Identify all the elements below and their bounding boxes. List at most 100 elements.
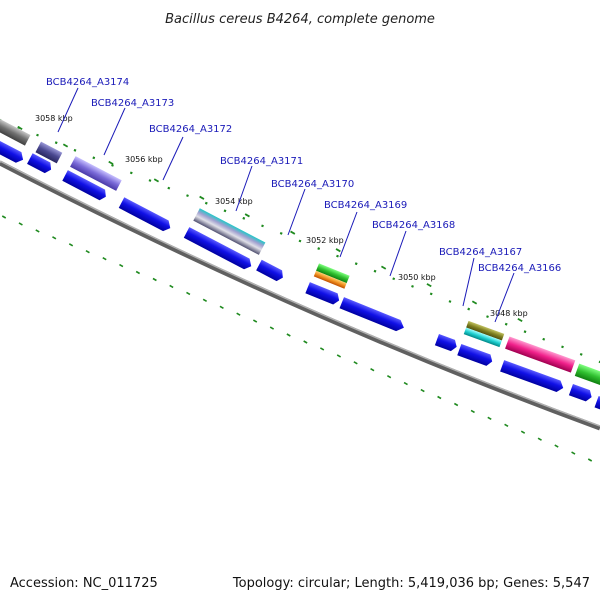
ruler-dot — [470, 409, 475, 414]
gene-label-a3172[interactable]: BCB4264_A3172 — [149, 124, 232, 135]
gene-label-a3169[interactable]: BCB4264_A3169 — [324, 200, 407, 211]
leader-line — [462, 257, 475, 307]
ruler-dot — [298, 239, 302, 243]
gene-label-a3170[interactable]: BCB4264_A3170 — [271, 179, 354, 190]
cds-feature[interactable] — [193, 208, 266, 255]
ruler-dot — [392, 277, 396, 281]
leader-line — [339, 211, 358, 258]
ruler-dot — [504, 322, 508, 326]
ruler-dot — [537, 437, 542, 441]
ruler-dot — [252, 319, 258, 323]
ruler-dot — [36, 133, 39, 137]
ruler-dot — [335, 248, 341, 253]
ruler-dot — [169, 284, 174, 289]
gene-label-a3166[interactable]: BCB4264_A3166 — [478, 263, 561, 274]
ruler-dot — [269, 326, 275, 330]
ruler-dot — [429, 292, 433, 296]
gene-label-a3171[interactable]: BCB4264_A3171 — [220, 156, 303, 167]
cds-feature[interactable] — [313, 270, 347, 289]
cds-feature[interactable] — [500, 360, 565, 394]
ruler-dot — [92, 156, 96, 160]
leader-line — [494, 272, 515, 323]
cds-feature[interactable] — [568, 384, 594, 403]
cds-feature[interactable] — [339, 297, 407, 333]
gene-labels: BCB4264_A3174 BCB4264_A3173 BCB4264_A317… — [46, 77, 561, 323]
ruler-dot — [85, 250, 90, 254]
cds-feature[interactable] — [27, 153, 54, 175]
ruler-dot — [35, 229, 40, 233]
ruler-dot — [186, 194, 189, 198]
ruler-dot — [561, 345, 564, 349]
tick-label: 3056 kbp — [125, 155, 163, 164]
cds-feature[interactable] — [463, 327, 502, 348]
cds-feature[interactable] — [466, 320, 505, 341]
cds-feature[interactable] — [0, 140, 26, 166]
ruler-dot — [290, 230, 296, 235]
ruler-dot — [303, 340, 308, 344]
ruler-dot — [261, 224, 264, 228]
ruler-dot — [420, 388, 425, 393]
ruler-dots-far — [17, 125, 523, 323]
ruler-dot — [448, 300, 452, 303]
gene-label-a3173[interactable]: BCB4264_A3173 — [91, 98, 174, 109]
ruler-dot — [54, 141, 58, 145]
cds-feature[interactable] — [574, 363, 600, 387]
cds-feature[interactable] — [62, 170, 108, 202]
genome-backbone — [0, 160, 600, 431]
accession-label: Accession: NC_011725 — [10, 576, 158, 591]
ruler-dot — [286, 333, 291, 337]
tick-label: 3052 kbp — [306, 236, 344, 245]
ruler-labels: 3058 kbp 3056 kbp 3054 kbp 3052 kbp 3050… — [35, 114, 528, 318]
cds-feature[interactable] — [457, 343, 494, 367]
ruler-dot — [279, 231, 283, 235]
ruler-dot — [111, 163, 114, 167]
ruler-dot — [62, 143, 69, 148]
cds-feature[interactable] — [305, 282, 341, 306]
ruler-dot — [523, 330, 527, 334]
tick-label: 3054 kbp — [215, 197, 253, 206]
ruler-dot — [471, 300, 478, 305]
ruler-dot — [108, 160, 114, 165]
cds-feature[interactable] — [434, 334, 459, 352]
leader-line — [57, 87, 79, 133]
ruler-dot — [186, 291, 191, 296]
ruler-dot — [354, 262, 358, 266]
cds-feature[interactable] — [70, 156, 122, 191]
cds-feature[interactable] — [594, 396, 600, 411]
ruler-dot — [336, 254, 339, 258]
cds-feature[interactable] — [118, 197, 173, 233]
cds-feature[interactable] — [183, 227, 254, 271]
ruler-dot — [52, 236, 57, 240]
tick-label: 3050 kbp — [398, 273, 436, 282]
ruler-dot — [242, 216, 246, 220]
ruler-dot — [353, 361, 358, 365]
ruler-dot — [486, 315, 489, 319]
ruler-dot — [148, 179, 152, 182]
leader-line — [235, 165, 253, 212]
ruler-dot — [380, 265, 387, 270]
cds-feature[interactable] — [256, 259, 285, 283]
gene-label-a3168[interactable]: BCB4264_A3168 — [372, 220, 455, 231]
ruler-dot — [129, 171, 133, 175]
cds-feature[interactable] — [505, 336, 576, 373]
gene-label-a3174[interactable]: BCB4264_A3174 — [46, 77, 129, 88]
cds-feature[interactable] — [0, 114, 31, 146]
ruler-dot — [102, 257, 107, 261]
ruler-dot — [244, 213, 250, 218]
ruler-dot — [202, 298, 208, 302]
ruler-dot — [520, 430, 526, 434]
ruler-dots-outer — [0, 118, 600, 364]
leader-line — [287, 188, 306, 236]
cds-feature[interactable] — [316, 263, 350, 284]
map-title: Bacillus cereus B4264, complete genome — [165, 12, 435, 27]
ruler-dot — [1, 215, 7, 219]
ruler-dot — [370, 368, 375, 372]
ruler-dot — [373, 269, 377, 273]
ruler-dot — [199, 195, 205, 200]
leader-line — [162, 136, 184, 181]
gene-label-a3167[interactable]: BCB4264_A3167 — [439, 247, 522, 258]
ruler-dot — [386, 375, 392, 379]
ruler-dot — [119, 263, 124, 268]
cds-feature[interactable] — [35, 141, 63, 164]
ruler-dot — [517, 317, 523, 323]
